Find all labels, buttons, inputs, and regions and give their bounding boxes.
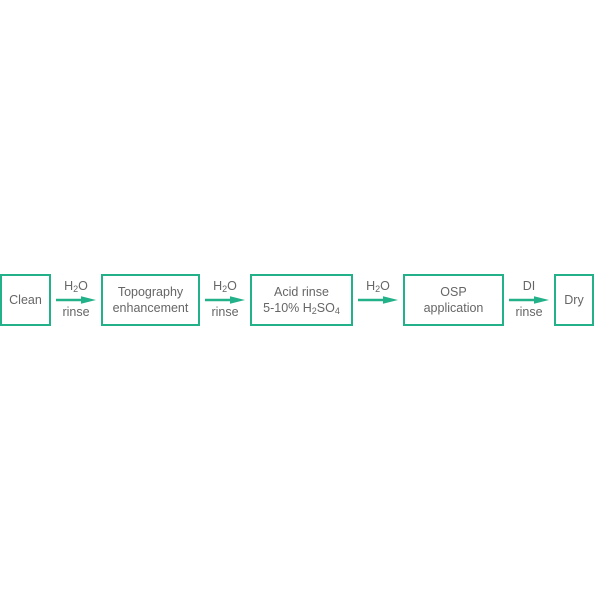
process-box-acid-line-1: Acid rinse (274, 285, 329, 299)
arrow-shaft-2 (205, 296, 245, 304)
process-box-dry[interactable]: Dry (554, 274, 594, 326)
process-box-clean[interactable]: Clean (0, 274, 51, 326)
arrow-label-bottom-4: rinse (515, 305, 543, 319)
arrow-label-top-4: DI (522, 279, 536, 293)
arrow-shaft-1 (56, 296, 96, 304)
process-box-osp-line-1: OSP (440, 285, 467, 299)
process-box-dry-line-1: Dry (564, 293, 584, 307)
flow-strip: Clean H2O rinse Topography enhancement H… (0, 273, 600, 327)
arrow-di-rinse-4: DI rinse (504, 274, 554, 326)
process-box-acid-line-2: 5-10% H2SO4 (263, 301, 340, 316)
process-box-clean-line-1: Clean (9, 293, 42, 307)
process-box-topography-enhancement[interactable]: Topography enhancement (101, 274, 200, 326)
process-box-osp-application[interactable]: OSP application (403, 274, 504, 326)
arrow-shaft-4 (509, 296, 549, 304)
arrow-label-top-2: H2O (213, 279, 237, 294)
process-box-acid-rinse[interactable]: Acid rinse 5-10% H2SO4 (250, 274, 353, 326)
arrow-label-bottom-2: rinse (211, 305, 239, 319)
arrow-label-bottom-1: rinse (62, 305, 90, 319)
arrow-label-top-1: H2O (64, 279, 88, 294)
process-box-topography-line-2: enhancement (112, 301, 189, 315)
arrow-h2o-rinse-1: H2O rinse (51, 274, 101, 326)
process-box-topography-line-1: Topography (117, 285, 184, 299)
arrow-label-top-3: H2O (366, 279, 390, 294)
process-box-osp-line-2: application (423, 301, 484, 315)
arrow-shaft-3 (358, 296, 398, 304)
arrow-h2o-rinse-2: H2O rinse (200, 274, 250, 326)
arrow-h2o-3: H2O (353, 274, 403, 326)
